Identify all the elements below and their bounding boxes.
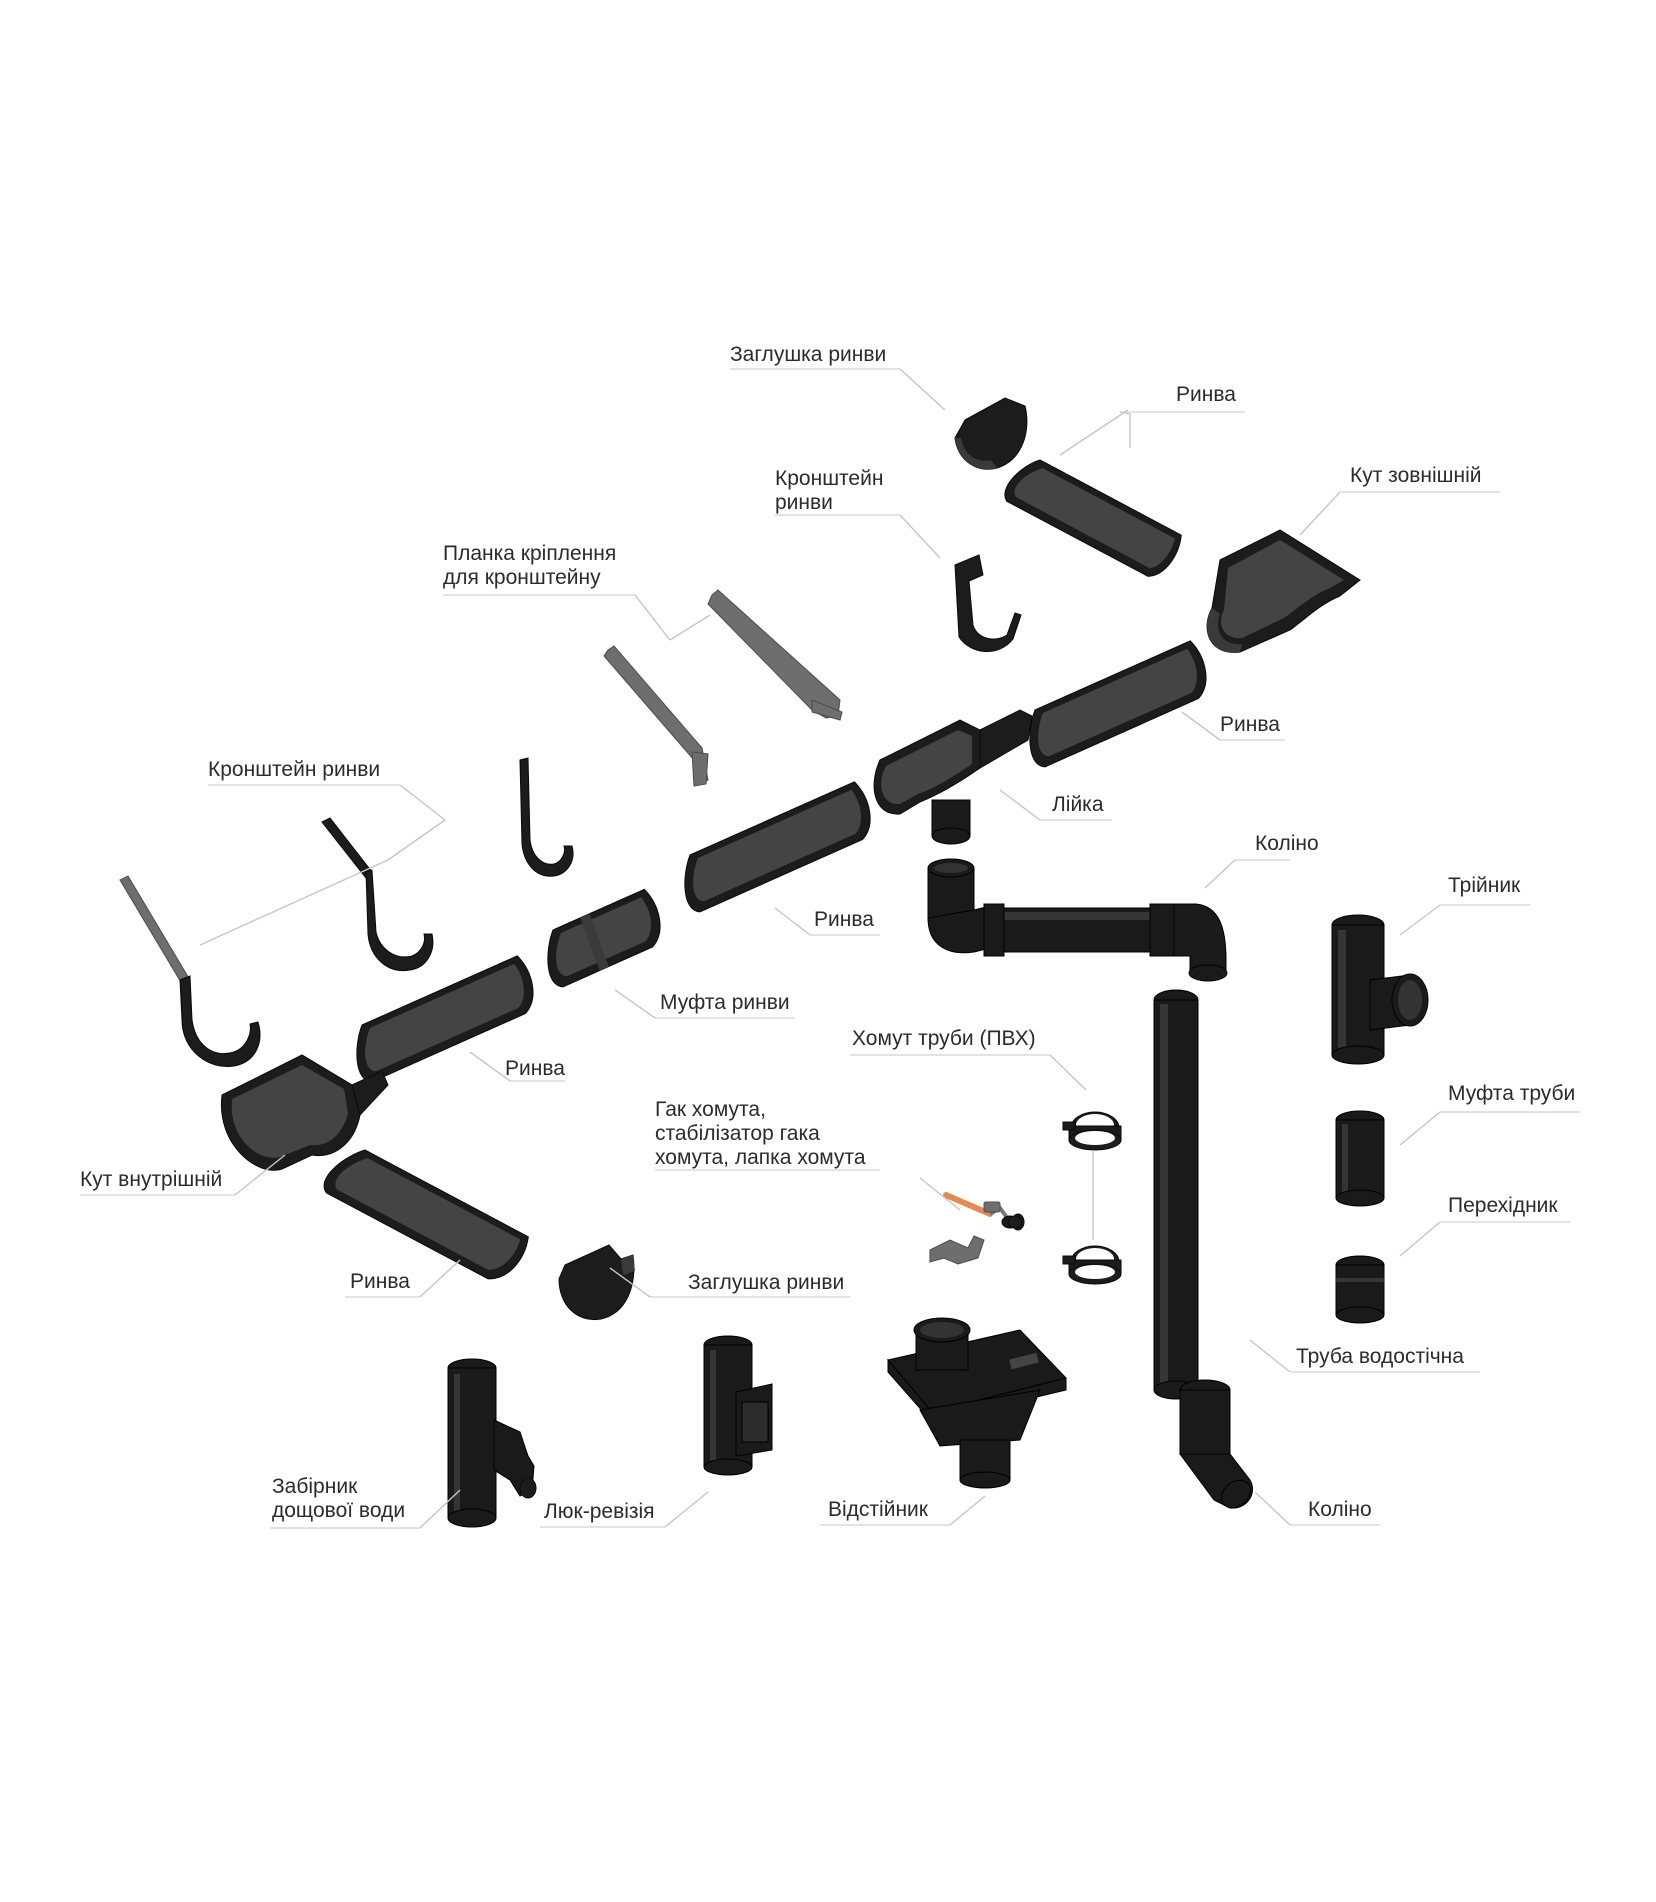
fascia-strap-long-part <box>707 589 843 721</box>
leader-lines <box>80 368 1580 1529</box>
label-tee: Трійник <box>1448 874 1521 897</box>
outlet-part <box>873 709 1033 845</box>
adapter-part <box>1335 1255 1385 1324</box>
pipe-clamp-lower-part <box>1062 1245 1122 1285</box>
gutter-top-part <box>1004 459 1182 577</box>
fascia-strap-short-part <box>603 645 709 787</box>
gutter-bottom-part <box>323 1149 529 1280</box>
label-clamp-hook-line2: стабілізатор гака <box>655 1122 820 1145</box>
label-end-cap-top: Заглушка ринви <box>730 343 886 366</box>
label-gutter-left: Ринва <box>505 1057 565 1080</box>
label-inner-corner: Кут внутрішній <box>80 1168 222 1191</box>
bracket-left-1-part <box>119 875 261 1067</box>
label-gutter-center: Ринва <box>814 908 874 931</box>
pipe-clamp-upper-part <box>1062 1111 1122 1151</box>
inner-corner-part <box>220 1054 389 1171</box>
end-cap-bottom-part <box>558 1244 635 1321</box>
label-inspection-hatch: Люк-ревізія <box>544 1500 655 1523</box>
label-clamp-hook-line1: Гак хомута, <box>655 1098 766 1121</box>
label-gutter-bottom: Ринва <box>350 1270 410 1293</box>
label-rain-collector-line1: Забірник <box>272 1475 358 1498</box>
label-fascia-strap-line1: Планка кріплення <box>443 542 616 565</box>
gutter-mid-right-part <box>1029 640 1207 768</box>
elbow-top-part <box>927 858 1228 982</box>
label-pipe-coupling: Муфта труби <box>1448 1082 1575 1105</box>
downpipe-part <box>1153 989 1199 1400</box>
label-elbow-top: Коліно <box>1255 832 1319 855</box>
tee-part <box>1331 914 1429 1065</box>
clamp-small-cap-part <box>1007 1215 1023 1229</box>
label-downpipe: Труба водостічна <box>1296 1345 1464 1368</box>
label-sediment-trap: Відстійник <box>828 1498 929 1521</box>
label-bracket-top-line1: Кронштейн <box>775 467 883 490</box>
label-bracket-left: Кронштейн ринви <box>208 758 380 781</box>
label-bracket-top-line2: ринви <box>775 491 833 514</box>
label-elbow-bottom: Коліно <box>1308 1498 1372 1521</box>
gutter-joint-part <box>547 888 661 988</box>
label-gutter-top: Ринва <box>1176 383 1236 406</box>
label-outer-corner: Кут зовнішній <box>1350 464 1482 487</box>
clamp-hook-part <box>943 1192 1012 1224</box>
bracket-left-3-part <box>519 757 574 877</box>
label-end-cap-bottom: Заглушка ринви <box>688 1271 844 1294</box>
end-cap-top-part <box>954 397 1028 470</box>
outer-corner-part <box>1206 529 1361 653</box>
elbow-bottom-part <box>1179 1379 1253 1509</box>
bracket-left-2-part <box>321 817 434 972</box>
label-gutter-joint: Муфта ринви <box>660 991 790 1014</box>
sediment-trap-part <box>887 1317 1067 1489</box>
label-gutter-mid-right: Ринва <box>1220 713 1280 736</box>
label-adapter: Перехідник <box>1448 1194 1558 1217</box>
gutter-center-part <box>684 781 871 913</box>
label-rain-collector-line2: дощової води <box>272 1499 405 1522</box>
clamp-tab-part <box>929 1235 985 1265</box>
rain-collector-part <box>447 1358 537 1528</box>
label-pipe-clamp: Хомут труби (ПВХ) <box>852 1027 1036 1050</box>
label-clamp-hook-line3: хомута, лапка хомута <box>655 1146 866 1169</box>
label-fascia-strap-line2: для кронштейну <box>443 566 601 589</box>
label-outlet: Лійка <box>1052 793 1104 816</box>
inspection-hatch-part <box>703 1335 773 1476</box>
pipe-coupling-part <box>1335 1110 1385 1207</box>
bracket-top-part <box>954 554 1022 652</box>
gutter-left-part <box>356 955 534 1083</box>
